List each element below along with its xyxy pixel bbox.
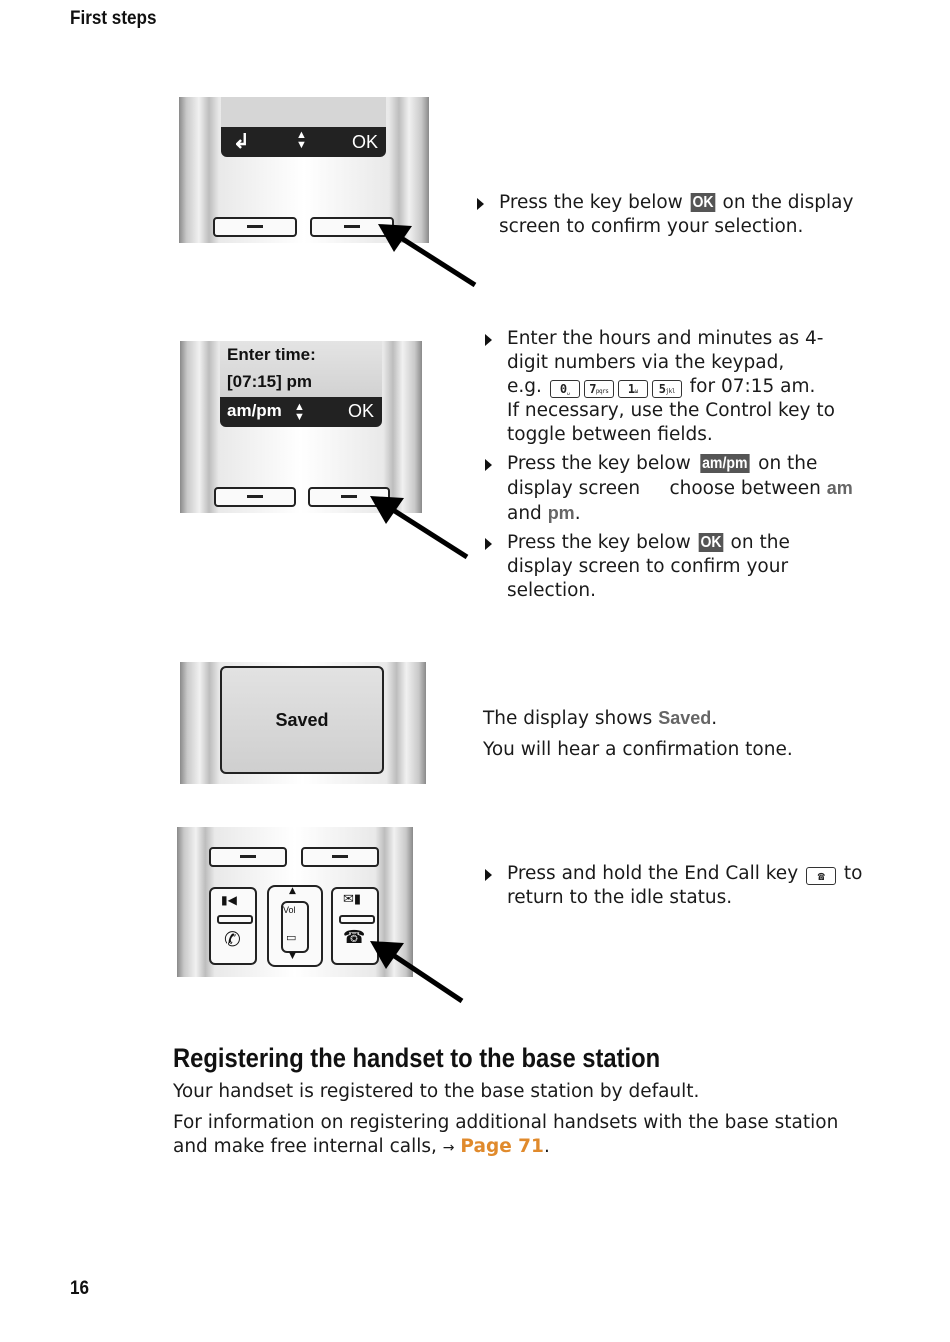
handset-illustration-enter-time: Enter time: [07:15] pm am/pm ▲▼ OK — [180, 341, 422, 513]
step3-description: The display shows Saved. You will hear a… — [483, 706, 863, 762]
display-ampm-label: am/pm — [227, 401, 282, 420]
step-text: Press the key below — [507, 532, 697, 553]
running-header: First steps — [70, 8, 157, 29]
section-body: Your handset is registered to the base s… — [173, 1080, 873, 1160]
example-label: e.g. — [507, 376, 548, 397]
bullet-step: Enter the hours and minutes as 4-digit n… — [483, 327, 853, 447]
section-heading: Registering the handset to the base stat… — [173, 1043, 661, 1073]
keypad-7-key-icon: 7pqrs — [583, 380, 614, 398]
step-text: Press the key below — [507, 453, 697, 474]
handset-illustration-ok-key: ↲ ▲▼ OK — [179, 97, 429, 243]
page-number: 16 — [70, 1278, 90, 1299]
handsfree-key: ▮◀ ✆ — [209, 887, 257, 965]
description-line: You will hear a confirmation tone. — [483, 739, 793, 760]
pm-keyword: pm — [547, 503, 575, 523]
page-71-link[interactable]: Page 71 — [460, 1136, 544, 1157]
end-call-icon: ☎ — [343, 927, 366, 948]
handset-illustration-saved: Saved — [180, 662, 426, 784]
step2-instructions: Enter the hours and minutes as 4-digit n… — [483, 327, 853, 608]
step4-instructions: Press and hold the End Call key ☎ to ret… — [483, 862, 863, 915]
step-text: . — [711, 708, 718, 729]
message-end-key: ✉▮ ☎ — [331, 887, 379, 965]
pointer-arrow — [378, 224, 477, 288]
paragraph: Your handset is registered to the base s… — [173, 1081, 700, 1102]
step-text: and — [507, 478, 859, 524]
up-down-arrows-icon: ▲▼ — [296, 129, 307, 151]
step-text: on the display screen to confirm your se… — [507, 532, 790, 601]
up-down-arrows-icon: ▲▼ — [294, 401, 305, 423]
step-text: to return to the idle status. — [507, 863, 863, 908]
step-text: on the display screen to confirm your se… — [499, 192, 854, 237]
bullet-step: Press the key below OK on the display sc… — [483, 531, 853, 603]
bullet-step: Press and hold the End Call key ☎ to ret… — [483, 862, 863, 910]
display-screen: Enter time: [07:15] pm am/pm ▲▼ OK — [220, 341, 382, 427]
display-ok-label: OK — [351, 132, 378, 152]
pointer-arrow — [370, 941, 464, 1004]
keypad-0-key-icon: 0␣ — [549, 380, 580, 398]
keypad-1-key-icon: 1ω — [617, 380, 648, 398]
display-ok-label: OK — [347, 401, 374, 421]
right-softkey — [301, 847, 379, 867]
down-arrow-icon: ▼ — [289, 951, 296, 961]
step1-instructions: Press the key below OK on the display sc… — [475, 191, 875, 244]
up-arrow-icon: ▲ — [289, 886, 296, 896]
phonebook-icon: ▭ — [286, 931, 297, 944]
volume-label: Vol — [283, 905, 296, 915]
talk-icon: ✆ — [224, 927, 241, 951]
paragraph: For information on registering additiona… — [173, 1111, 873, 1160]
softkey-ampm-chip: am/pm — [700, 454, 749, 473]
left-softkey — [209, 847, 287, 867]
step-text: on the display screen choose between — [507, 453, 827, 499]
step-text: Press the key below — [499, 192, 689, 213]
display-screen: Saved — [220, 666, 384, 774]
left-softkey — [214, 487, 296, 507]
arrow-icon: → — [442, 1140, 455, 1156]
bullet-step: Press the key below OK on the display sc… — [475, 191, 875, 239]
softkey-ok-chip: OK — [698, 533, 723, 552]
display-line-1: Enter time: — [227, 345, 316, 364]
handset-illustration-keypad: ▮◀ ✆ ▲ Vol ▭ ▼ ✉▮ ☎ — [177, 827, 413, 977]
paragraph-text: . — [543, 1136, 550, 1157]
keypad-5-key-icon: 5jkl — [651, 380, 682, 398]
step-text: Enter the hours and minutes as 4-digit n… — [507, 328, 824, 373]
softkey-ok-chip: OK — [690, 193, 715, 212]
display-softkey-bar: ↲ ▲▼ OK — [221, 97, 386, 157]
right-softkey — [308, 487, 390, 507]
step-text: The display shows — [483, 708, 659, 729]
step-text: . — [574, 503, 581, 524]
bullet-step: Press the key below am/pm on the display… — [483, 452, 853, 526]
display-saved-text: Saved — [275, 710, 329, 730]
description-line: The display shows Saved. — [483, 706, 863, 731]
left-softkey — [213, 217, 297, 237]
pointer-arrow — [370, 496, 469, 560]
end-call-key-icon: ☎ — [806, 867, 837, 885]
display-line-2: [07:15] pm — [227, 372, 313, 391]
message-icon: ✉▮ — [343, 892, 362, 907]
saved-keyword: Saved — [658, 708, 712, 728]
right-softkey — [310, 217, 394, 237]
back-icon: ↲ — [233, 131, 250, 153]
control-key: ▲ Vol ▭ ▼ — [267, 885, 323, 967]
speaker-icon: ▮◀ — [221, 893, 237, 907]
step-text: If necessary, use the Control key to tog… — [507, 400, 835, 445]
step-text: Press and hold the End Call key — [507, 863, 805, 884]
paragraph-text: For information on registering additiona… — [173, 1112, 839, 1157]
am-keyword: am — [826, 478, 853, 498]
step-text: for 07:15 am. — [683, 376, 816, 397]
